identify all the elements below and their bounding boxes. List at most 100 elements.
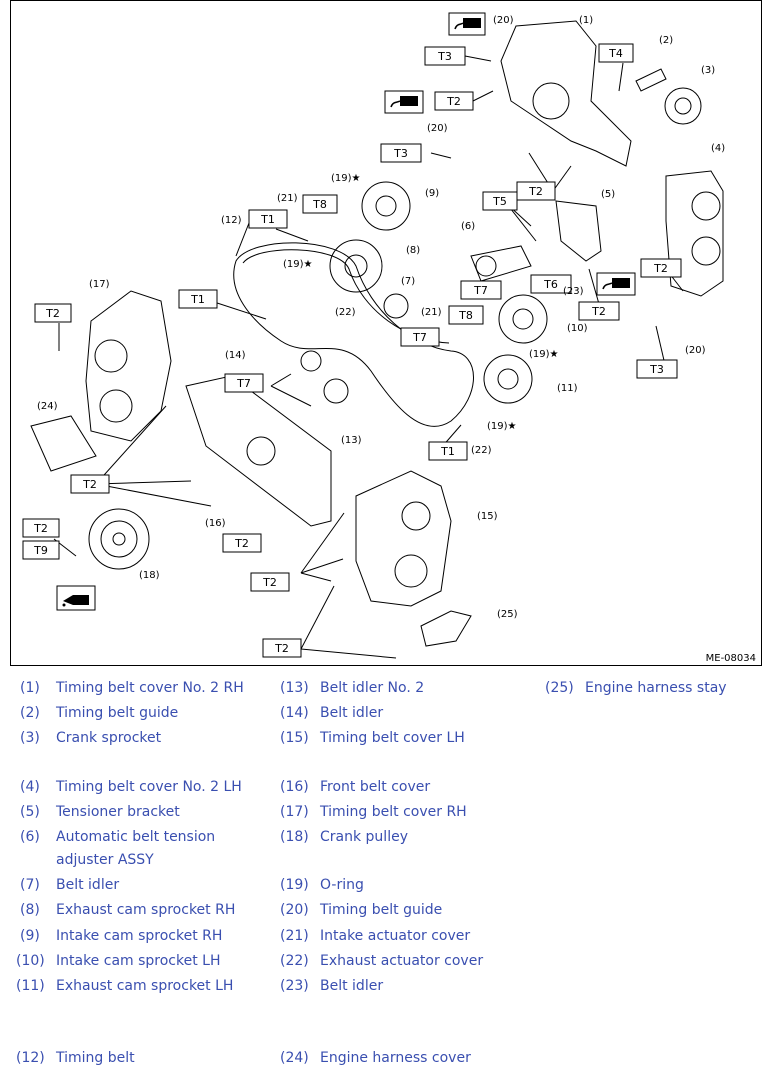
- callout-7: (7): [401, 276, 415, 287]
- torque-T3-a: T3: [437, 50, 452, 63]
- torque-T5: T5: [492, 195, 507, 208]
- part-belt-idler-7: [383, 293, 409, 319]
- callout-5: (5): [601, 189, 615, 200]
- torque-T2-i: T2: [262, 576, 277, 589]
- callout-17: (17): [89, 279, 110, 290]
- part-cover1-hole: [532, 82, 570, 120]
- callout-16: (16): [205, 518, 226, 529]
- torque-T1-a: T1: [260, 213, 275, 226]
- legend-item: (24)Engine harness cover: [280, 1050, 471, 1066]
- callout-20-c: (20): [685, 345, 706, 356]
- torque-box-labels: T3 T2 T3 T2 T4 T5 T2 T2 T6 T7 T3 T7 T8 T…: [33, 47, 668, 655]
- legend-item: (20)Timing belt guide: [280, 902, 443, 918]
- torque-T1-c: T1: [440, 445, 455, 458]
- torque-T3-b: T3: [393, 147, 408, 160]
- sealant-tube-icon: [384, 90, 424, 114]
- callout-8: (8): [406, 245, 420, 256]
- part-crank-pulley: [88, 508, 150, 570]
- callout-2: (2): [659, 35, 673, 46]
- legend-item: (12)Timing belt: [16, 1050, 135, 1066]
- part-timing-belt-cover-no2-lh: [665, 170, 724, 297]
- callout-13: (13): [341, 435, 362, 446]
- torque-T8-b: T8: [312, 198, 327, 211]
- diagram-svg: T3 T2 T3 T2 T4 T5 T2 T2 T6 T7 T3 T7 T8 T…: [22, 12, 756, 664]
- torque-T2-g: T2: [33, 522, 48, 535]
- torque-T9: T9: [33, 544, 48, 557]
- torque-T2-d: T2: [591, 305, 606, 318]
- callout-18: (18): [139, 570, 160, 581]
- legend-item: (17)Timing belt cover RH: [280, 804, 467, 820]
- callouts: (1) (2) (3) (4) (5) (6) (7) (8) (9) (10)…: [37, 15, 725, 620]
- torque-T1-b: T1: [190, 293, 205, 306]
- torque-T2-b: T2: [528, 185, 543, 198]
- legend-item: (23)Belt idler: [280, 978, 384, 994]
- legend-item: (5)Tensioner bracket: [20, 804, 180, 820]
- callout-24: (24): [37, 401, 58, 412]
- part-front-belt-cover: [185, 375, 332, 527]
- torque-T6: T6: [543, 278, 558, 291]
- legend-item: (3)Crank sprocket: [20, 730, 162, 746]
- part-crank-sprocket: [664, 87, 702, 125]
- callout-23: (23): [563, 286, 584, 297]
- callout-15: (15): [477, 511, 498, 522]
- sealant-tube-icon: [596, 272, 636, 296]
- callout-6: (6): [461, 221, 475, 232]
- legend-item: (1)Timing belt cover No. 2 RH: [20, 680, 244, 696]
- legend-item: (14)Belt idler: [280, 705, 384, 721]
- oil-can-icon: [56, 585, 96, 611]
- part-exhaust-cam-sprocket-lh: [483, 354, 533, 404]
- torque-T2-h: T2: [234, 537, 249, 550]
- callout-4: (4): [711, 143, 725, 154]
- callout-9: (9): [425, 188, 439, 199]
- torque-T2-e: T2: [45, 307, 60, 320]
- callout-19-d: (19)★: [487, 421, 517, 432]
- legend-item: (15)Timing belt cover LH: [280, 730, 465, 746]
- legend-item: (9)Intake cam sprocket RH: [20, 928, 223, 944]
- callout-20-b: (20): [427, 123, 448, 134]
- diagram-ref-code: ME-08034: [706, 653, 756, 664]
- part-timing-belt-guide-2: [635, 68, 667, 92]
- torque-T2-j: T2: [274, 642, 289, 655]
- part-intake-cam-sprocket-rh: [361, 181, 411, 231]
- callout-19-a: (19)★: [331, 173, 361, 184]
- callout-21-b: (21): [421, 307, 442, 318]
- torque-T2-c: T2: [653, 262, 668, 275]
- part-tensioner-bracket: [555, 200, 602, 262]
- torque-T2-a: T2: [446, 95, 461, 108]
- callout-11: (11): [557, 383, 578, 394]
- legend-item: (16)Front belt cover: [280, 779, 431, 795]
- callout-25: (25): [497, 609, 518, 620]
- legend-item: (2)Timing belt guide: [20, 705, 179, 721]
- callout-19-c: (19)★: [529, 349, 559, 360]
- legend-item: (25)Engine harness stay: [545, 680, 727, 696]
- legend-item: (8)Exhaust cam sprocket RH: [20, 902, 236, 918]
- legend-item: (11)Exhaust cam sprocket LH: [16, 978, 234, 994]
- callout-12: (12): [221, 215, 242, 226]
- callout-14: (14): [225, 350, 246, 361]
- part-timing-belt-cover-no2-rh: [500, 20, 632, 167]
- legend-item: (7)Belt idler: [20, 877, 120, 893]
- torque-T3-c: T3: [649, 363, 664, 376]
- sealant-tube-icon: [448, 12, 486, 36]
- callout-22-a: (22): [335, 307, 356, 318]
- legend-item: (19)O-ring: [280, 877, 364, 893]
- legend-item: (13)Belt idler No. 2: [280, 680, 425, 696]
- part-intake-cam-sprocket-lh: [498, 294, 548, 344]
- part-auto-tensioner: [470, 245, 532, 282]
- part-timing-belt-cover-lh: [355, 470, 452, 607]
- callout-1: (1): [579, 15, 593, 26]
- callout-3: (3): [701, 65, 715, 76]
- legend-item: (6)Automatic belt tension: [20, 829, 216, 845]
- torque-T7-c: T7: [236, 377, 251, 390]
- callout-22-b: (22): [471, 445, 492, 456]
- part-engine-harness-stay: [420, 610, 472, 647]
- legend-item: (22)Exhaust actuator cover: [280, 953, 484, 969]
- legend-item: (21)Intake actuator cover: [280, 928, 471, 944]
- torque-T2-f: T2: [82, 478, 97, 491]
- torque-T7-a: T7: [473, 284, 488, 297]
- exploded-diagram: T3 T2 T3 T2 T4 T5 T2 T2 T6 T7 T3 T7 T8 T…: [10, 0, 762, 666]
- legend-item: (10)Intake cam sprocket LH: [16, 953, 221, 969]
- part-engine-harness-cover: [30, 415, 97, 472]
- part-belt-idler-14: [300, 350, 322, 372]
- part-timing-belt: [233, 242, 474, 427]
